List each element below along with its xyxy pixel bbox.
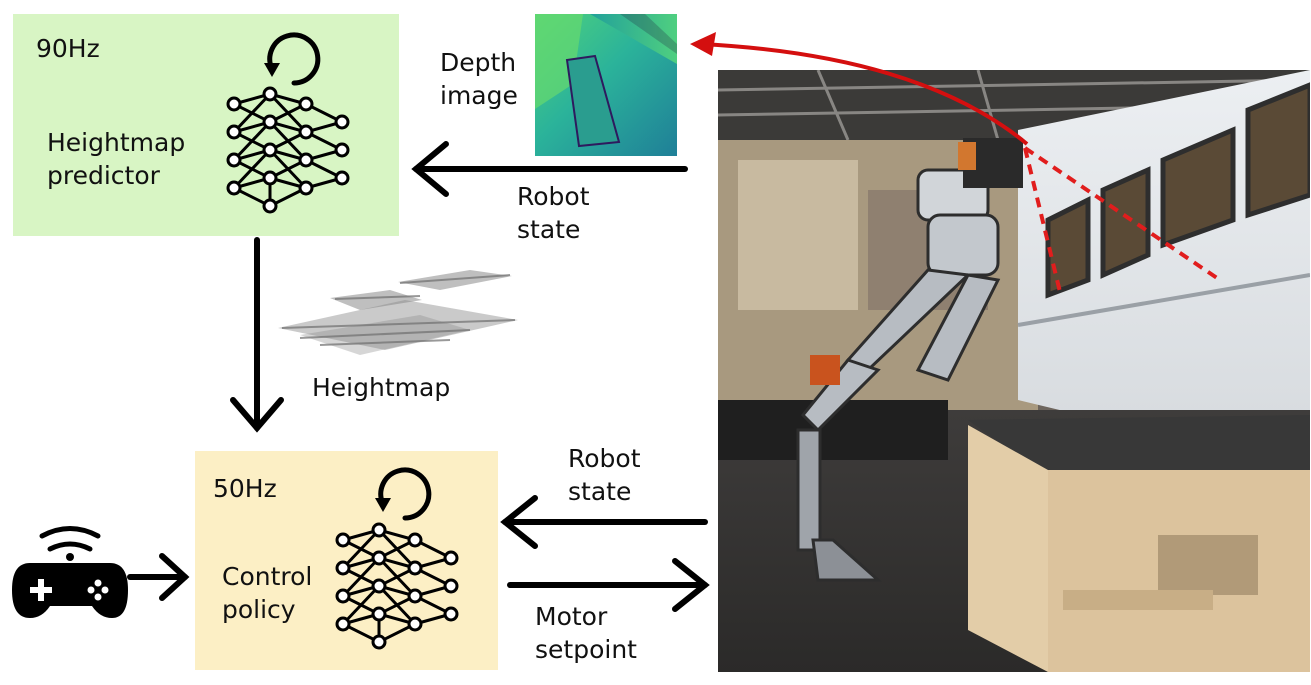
- control-policy-label: Control policy: [222, 562, 313, 624]
- heightmap-edge-label: Heightmap: [312, 373, 451, 402]
- heightmap-cycle-icon: [264, 35, 318, 83]
- motor-setpoint-label: Motor setpoint: [535, 602, 637, 664]
- robot-state-to-heightmap-arrow: [411, 141, 688, 197]
- camera-fov-rays: [1023, 146, 1219, 293]
- heightmap-rate-label: 90Hz: [36, 34, 100, 63]
- heightmap-predictor-label: Heightmap predictor: [47, 128, 186, 190]
- robot-state-to-policy-arrow: [500, 495, 708, 549]
- depth-image-label: Depth image: [440, 48, 518, 110]
- robot-photo: [718, 70, 1310, 672]
- camera-to-depth-arrow: [690, 32, 1029, 146]
- heightmap-pointcloud-icon: [278, 270, 518, 355]
- policy-to-motor-arrow: [507, 558, 710, 612]
- robot-state-bottom-label: Robot state: [568, 444, 641, 506]
- policy-rate-label: 50Hz: [213, 474, 277, 503]
- gamepad-to-policy-arrow: [127, 553, 190, 601]
- depth-image: [535, 14, 677, 156]
- gamepad-icon: [12, 526, 128, 618]
- robot-state-top-label: Robot state: [517, 182, 590, 244]
- heightmap-network-icon: [226, 86, 350, 214]
- heightmap-to-policy-arrow: [230, 237, 284, 433]
- policy-cycle-icon: [375, 470, 429, 518]
- policy-network-icon: [335, 522, 459, 650]
